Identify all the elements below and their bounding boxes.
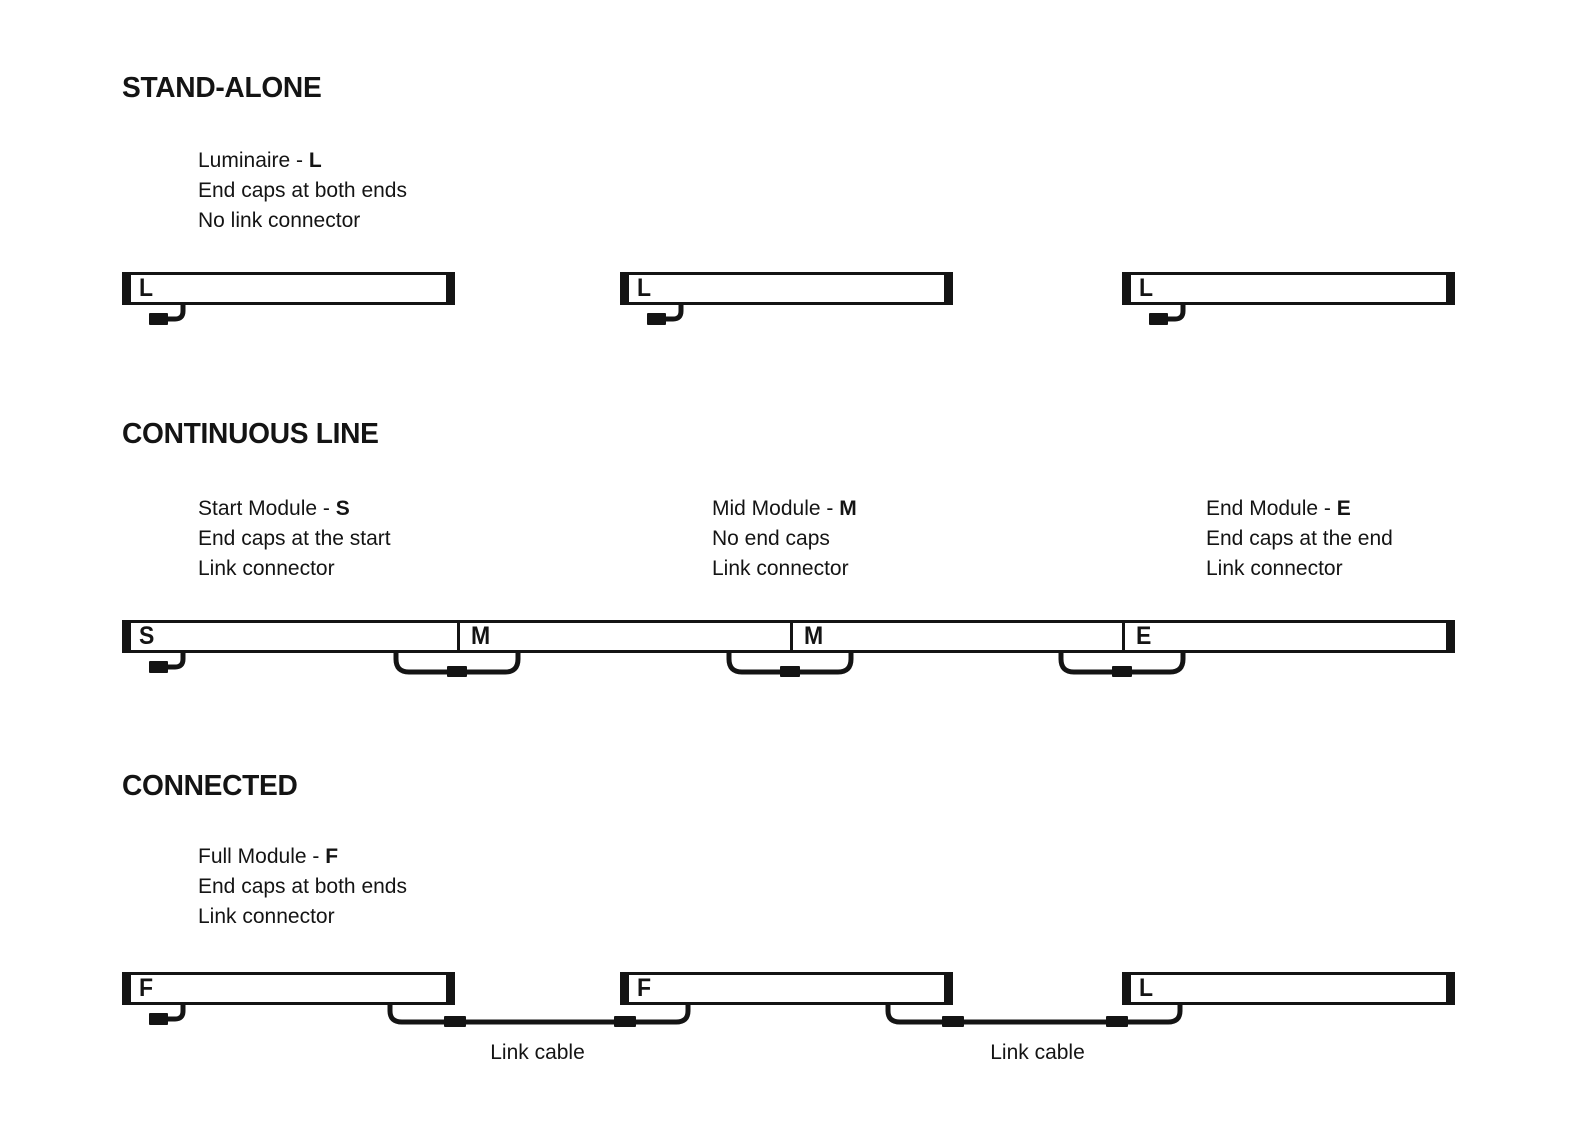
module-label: L xyxy=(139,273,154,302)
module-label: F xyxy=(637,973,652,1002)
continuous-line-assembly: S M M E xyxy=(122,620,1455,653)
link-plug-icon xyxy=(942,1016,964,1027)
power-feed-cable xyxy=(149,651,186,673)
description-line: Link connector xyxy=(1206,557,1343,580)
power-plug-icon xyxy=(149,313,168,325)
description-line: Full Module - F xyxy=(198,842,407,872)
end-cap-left xyxy=(122,972,131,1005)
full-module-description: Full Module - F End caps at both ends Li… xyxy=(198,842,407,932)
description-line: End caps at the end xyxy=(1206,527,1393,550)
end-cap-right xyxy=(944,272,953,305)
end-cap-left xyxy=(620,272,629,305)
link-plug-icon xyxy=(614,1016,636,1027)
standalone-description: Luminaire - L End caps at both ends No l… xyxy=(198,146,407,236)
module-code: L xyxy=(308,149,322,172)
end-cap-right xyxy=(446,972,455,1005)
description-line: Luminaire - L xyxy=(198,146,407,176)
luminaire-module: L xyxy=(1122,272,1455,305)
section-title-connected: CONNECTED xyxy=(122,770,298,802)
module-joint xyxy=(790,623,793,650)
module-code: M xyxy=(839,497,857,520)
link-cable xyxy=(885,1004,1183,1027)
segment-label: M xyxy=(804,621,824,650)
power-feed-cable xyxy=(647,303,684,325)
module-code: S xyxy=(335,497,350,520)
link-cable-label: Link cable xyxy=(990,1041,1085,1064)
description-line: Link connector xyxy=(198,905,335,928)
description-text: Full Module - xyxy=(198,845,326,868)
end-cap-left xyxy=(620,972,629,1005)
end-cap-right xyxy=(1446,620,1455,653)
power-plug-icon xyxy=(149,1013,168,1025)
end-cap-left xyxy=(122,620,131,653)
link-cable xyxy=(387,1004,691,1027)
link-connector-cable xyxy=(393,652,521,677)
description-line: End caps at both ends xyxy=(198,179,407,202)
description-text: End Module - xyxy=(1206,497,1337,520)
description-line: No end caps xyxy=(712,527,830,550)
full-module: F xyxy=(122,972,455,1005)
segment-label: M xyxy=(471,621,491,650)
link-plug-icon xyxy=(1112,666,1132,677)
link-connector-cable xyxy=(1058,652,1186,677)
link-plug-icon xyxy=(780,666,800,677)
power-plug-icon xyxy=(647,313,666,325)
end-cap-left xyxy=(122,272,131,305)
power-feed-cable xyxy=(1149,303,1186,325)
module-label: L xyxy=(1139,973,1154,1002)
link-cable-label: Link cable xyxy=(490,1041,585,1064)
description-line: No link connector xyxy=(198,209,361,232)
description-line: End Module - E xyxy=(1206,494,1393,524)
power-plug-icon xyxy=(149,661,168,673)
mid-module-description: Mid Module - M No end caps Link connecto… xyxy=(712,494,857,584)
module-code: E xyxy=(1336,497,1351,520)
module-joint xyxy=(1122,623,1125,650)
luminaire-module: L xyxy=(122,272,455,305)
description-line: Mid Module - M xyxy=(712,494,857,524)
luminaire-module: L xyxy=(1122,972,1455,1005)
description-text: Mid Module - xyxy=(712,497,840,520)
description-line: End caps at both ends xyxy=(198,875,407,898)
segment-label: S xyxy=(139,621,155,650)
power-feed-cable xyxy=(149,303,186,325)
link-connector-cable xyxy=(726,652,854,677)
end-cap-left xyxy=(1122,972,1131,1005)
module-label: L xyxy=(1139,273,1154,302)
end-module-description: End Module - E End caps at the end Link … xyxy=(1206,494,1393,584)
module-joint xyxy=(457,623,460,650)
description-line: Link connector xyxy=(198,557,335,580)
segment-label: E xyxy=(1136,621,1152,650)
section-title-continuous-line: CONTINUOUS LINE xyxy=(122,418,379,450)
end-cap-right xyxy=(446,272,455,305)
luminaire-module: L xyxy=(620,272,953,305)
link-plug-icon xyxy=(447,666,467,677)
end-cap-right xyxy=(1446,972,1455,1005)
full-module: F xyxy=(620,972,953,1005)
description-line: Start Module - S xyxy=(198,494,391,524)
description-text: Luminaire - xyxy=(198,149,309,172)
power-plug-icon xyxy=(1149,313,1168,325)
module-code: F xyxy=(325,845,339,868)
end-cap-left xyxy=(1122,272,1131,305)
description-text: Start Module - xyxy=(198,497,336,520)
description-line: End caps at the start xyxy=(198,527,391,550)
end-cap-right xyxy=(944,972,953,1005)
module-label: L xyxy=(637,273,652,302)
description-line: Link connector xyxy=(712,557,849,580)
power-feed-cable xyxy=(149,1003,186,1025)
module-label: F xyxy=(139,973,154,1002)
end-cap-right xyxy=(1446,272,1455,305)
section-title-standalone: STAND-ALONE xyxy=(122,72,322,104)
link-plug-icon xyxy=(444,1016,466,1027)
link-plug-icon xyxy=(1106,1016,1128,1027)
start-module-description: Start Module - S End caps at the start L… xyxy=(198,494,391,584)
